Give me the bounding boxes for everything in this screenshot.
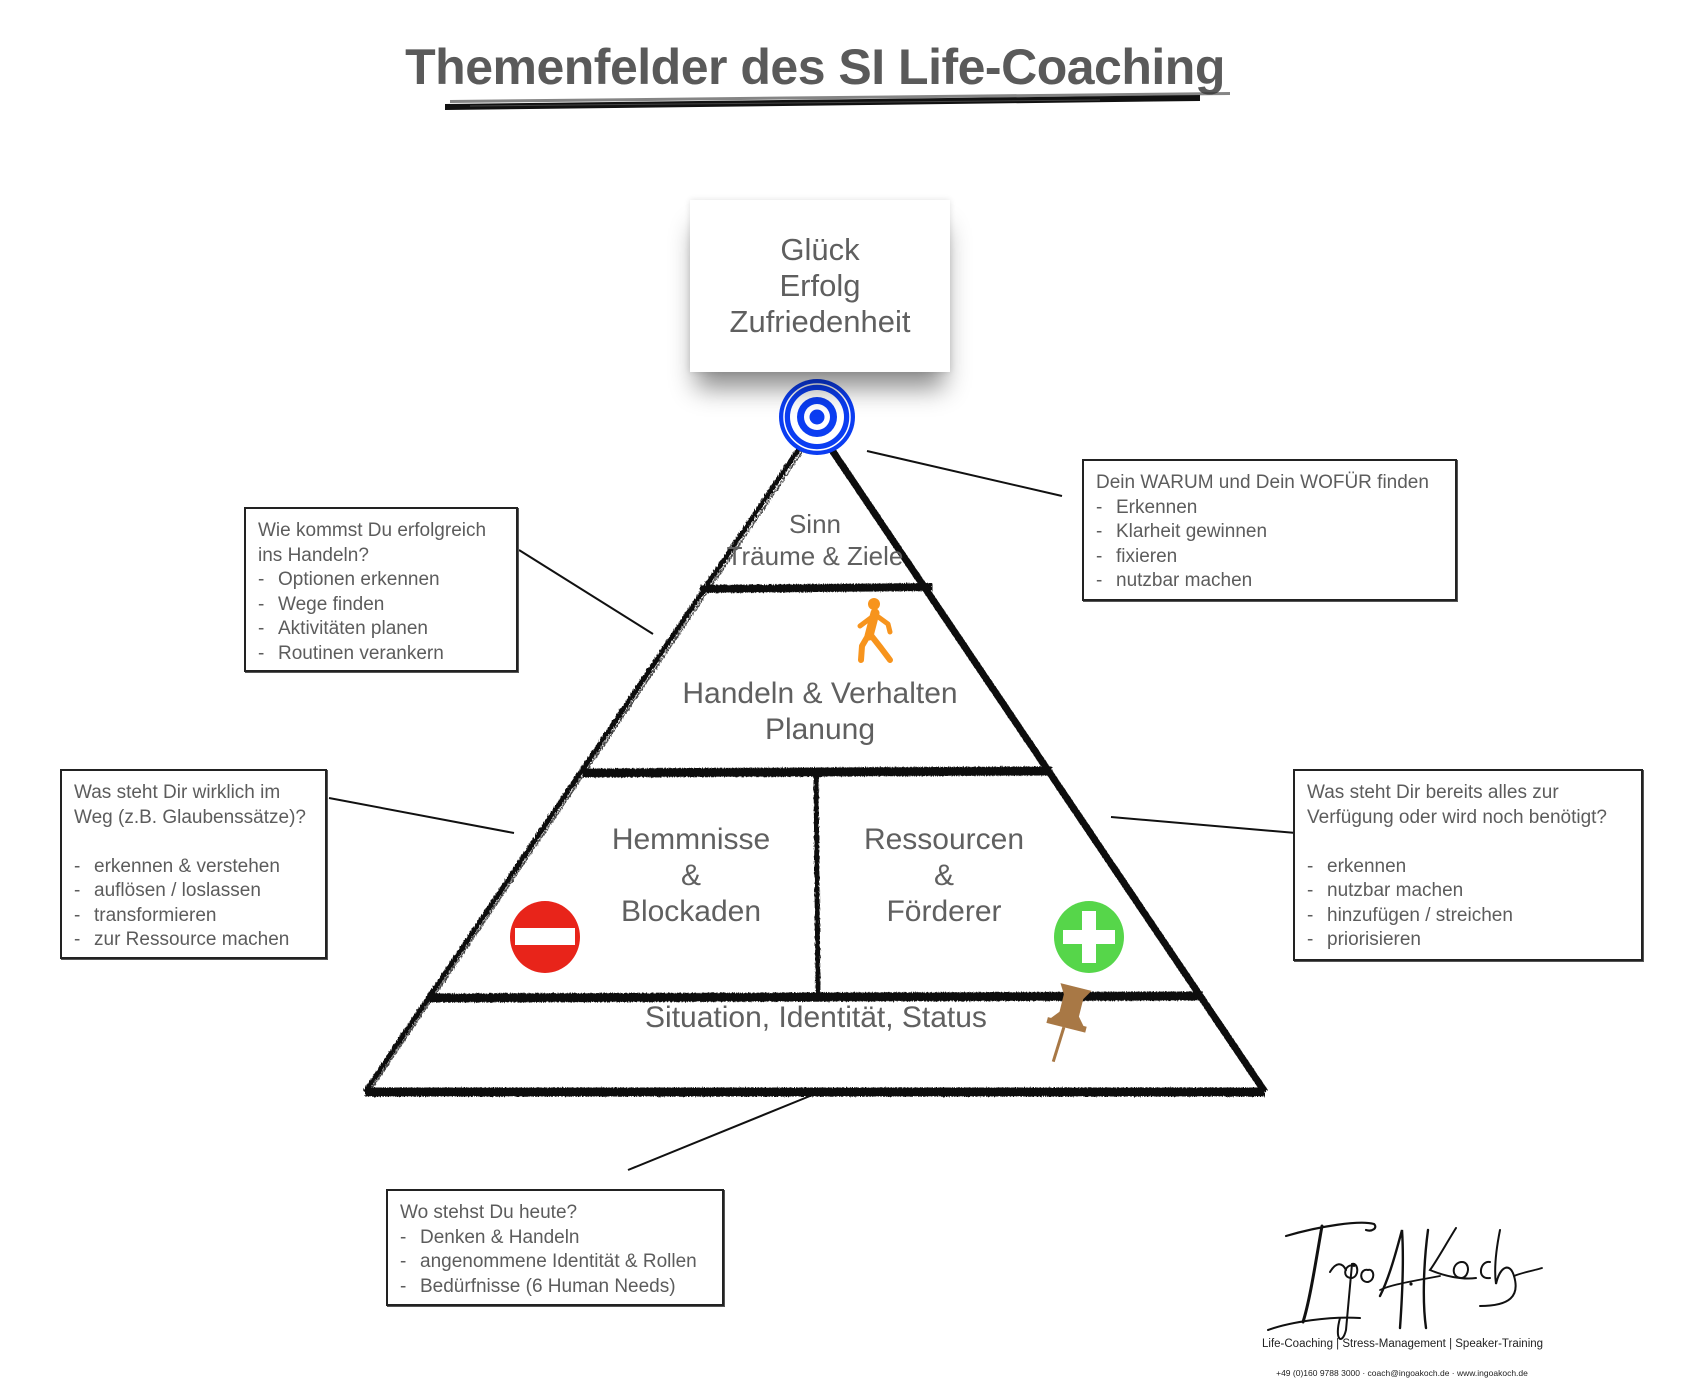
- callout-handeln-item: -Aktivitäten planen: [258, 618, 428, 639]
- goal-line-zufriedenheit: Zufriedenheit: [729, 304, 911, 339]
- level-3-left-line-2: &: [680, 859, 701, 892]
- callout-situation: Wo stehst Du heute? -Denken & Handeln -a…: [386, 1189, 724, 1306]
- level-3-right-line-1: Ressourcen: [863, 823, 1025, 856]
- level-4-label: Situation, Identität, Status: [616, 1000, 1016, 1036]
- goal-box: Glück Erfolg Zufriedenheit: [690, 200, 950, 372]
- page-title: Themenfelder des SI Life-Coaching: [405, 39, 1225, 95]
- plus-circle-icon: [1054, 901, 1124, 973]
- callout-hemmnisse-item: -zur Ressource machen: [74, 929, 290, 950]
- divider-level-2: [582, 766, 1053, 778]
- callout-ressourcen-item: -nutzbar machen: [1307, 880, 1464, 901]
- connector-sinn: [866, 450, 1063, 497]
- callout-situation-item: -Bedürfnisse (6 Human Needs): [400, 1275, 676, 1297]
- callout-hemmnisse-item: -transformieren: [74, 904, 217, 926]
- divider-vertical: [813, 774, 821, 995]
- callout-sinn-item: -nutzbar machen: [1096, 570, 1253, 591]
- callout-sinn-item: -fixieren: [1096, 545, 1178, 567]
- callout-situation-item: -angenommene Identität & Rollen: [400, 1251, 697, 1272]
- level-3-right-line-2: &: [933, 859, 954, 892]
- logo-contact: +49 (0)160 9788 3000 · coach@ingoakoch.d…: [1276, 1368, 1528, 1378]
- callout-sinn-heading: Dein WARUM und Dein WOFÜR finden: [1096, 472, 1429, 493]
- connector-ressourcen: [1110, 816, 1297, 834]
- level-3-left-line-1: Hemmnisse: [611, 823, 771, 856]
- logo-tagline: Life-Coaching | Stress-Management | Spea…: [1262, 1338, 1544, 1350]
- callout-hemmnisse-item: -auflösen / loslassen: [74, 880, 261, 901]
- callout-ressourcen-item: -hinzufügen / streichen: [1307, 904, 1513, 926]
- level-2-label: Handeln & Verhalten Planung: [620, 676, 1020, 748]
- callout-handeln-heading-2: ins Handeln?: [258, 544, 369, 566]
- level-4-line-1: Situation, Identität, Status: [645, 1001, 987, 1034]
- callout-ressourcen-item: -erkennen: [1307, 855, 1407, 877]
- divider-level-1: [699, 583, 933, 593]
- signature-logo: [1267, 1221, 1543, 1341]
- callout-ressourcen-heading-2: Verfügung oder wird noch benötigt?: [1307, 806, 1607, 828]
- callout-situation-heading: Wo stehst Du heute?: [400, 1202, 578, 1223]
- callout-hemmnisse: Was steht Dir wirklich im Weg (z.B. Glau…: [60, 769, 327, 959]
- divider-level-3: [429, 991, 1204, 1003]
- callout-handeln-item: -Routinen verankern: [258, 642, 444, 664]
- callout-handeln: Wie kommst Du erfolgreich ins Handeln? -…: [244, 507, 518, 672]
- callout-hemmnisse-item: -erkennen & verstehen: [74, 855, 280, 877]
- title-underline: [445, 92, 1230, 110]
- callout-ressourcen: Was steht Dir bereits alles zur Verfügun…: [1293, 769, 1643, 961]
- pushpin-icon: [1046, 983, 1092, 1063]
- callout-handeln-item: -Optionen erkennen: [258, 569, 440, 590]
- callout-hemmnisse-heading-2: Weg (z.B. Glaubenssätze)?: [74, 806, 306, 828]
- callout-handeln-item: -Wege finden: [258, 593, 385, 615]
- callout-situation-item: -Denken & Handeln: [400, 1226, 580, 1248]
- connectors: [328, 450, 1297, 1171]
- level-3-left-line-3: Blockaden: [620, 895, 762, 928]
- level-3-right-line-3: Förderer: [886, 895, 1002, 928]
- connector-hemmnisse: [328, 797, 515, 834]
- level-3-right-label: Ressourcen & Förderer: [844, 822, 1044, 930]
- callout-sinn-item: -Erkennen: [1096, 496, 1198, 518]
- callout-handeln-heading-1: Wie kommst Du erfolgreich: [258, 520, 487, 541]
- goal-line-glueck: Glück: [780, 232, 860, 267]
- level-1-line-1: Sinn: [788, 509, 842, 539]
- connector-situation: [627, 1095, 811, 1171]
- level-1-label: Sinn Träume & Ziele: [715, 508, 915, 572]
- callout-spacer: [74, 830, 315, 855]
- level-1-line-2: Träume & Ziele: [726, 541, 904, 571]
- pyramid-outline: [362, 423, 1268, 1097]
- callout-sinn-item: -Klarheit gewinnen: [1096, 521, 1268, 542]
- level-2-line-2: Planung: [764, 713, 876, 746]
- walking-person-icon: [857, 598, 893, 663]
- level-3-left-label: Hemmnisse & Blockaden: [591, 822, 791, 930]
- target-icon: [779, 379, 855, 455]
- level-2-line-1: Handeln & Verhalten: [682, 677, 958, 710]
- connector-handeln: [518, 549, 654, 635]
- callout-ressourcen-heading-1: Was steht Dir bereits alles zur: [1307, 782, 1559, 803]
- callout-sinn: Dein WARUM und Dein WOFÜR finden -Erkenn…: [1082, 459, 1457, 601]
- callout-ressourcen-item: -priorisieren: [1307, 929, 1421, 950]
- callout-spacer: [1307, 830, 1631, 855]
- goal-line-erfolg: Erfolg: [779, 268, 861, 303]
- callout-hemmnisse-heading-1: Was steht Dir wirklich im: [74, 782, 281, 803]
- minus-circle-icon: [510, 901, 580, 973]
